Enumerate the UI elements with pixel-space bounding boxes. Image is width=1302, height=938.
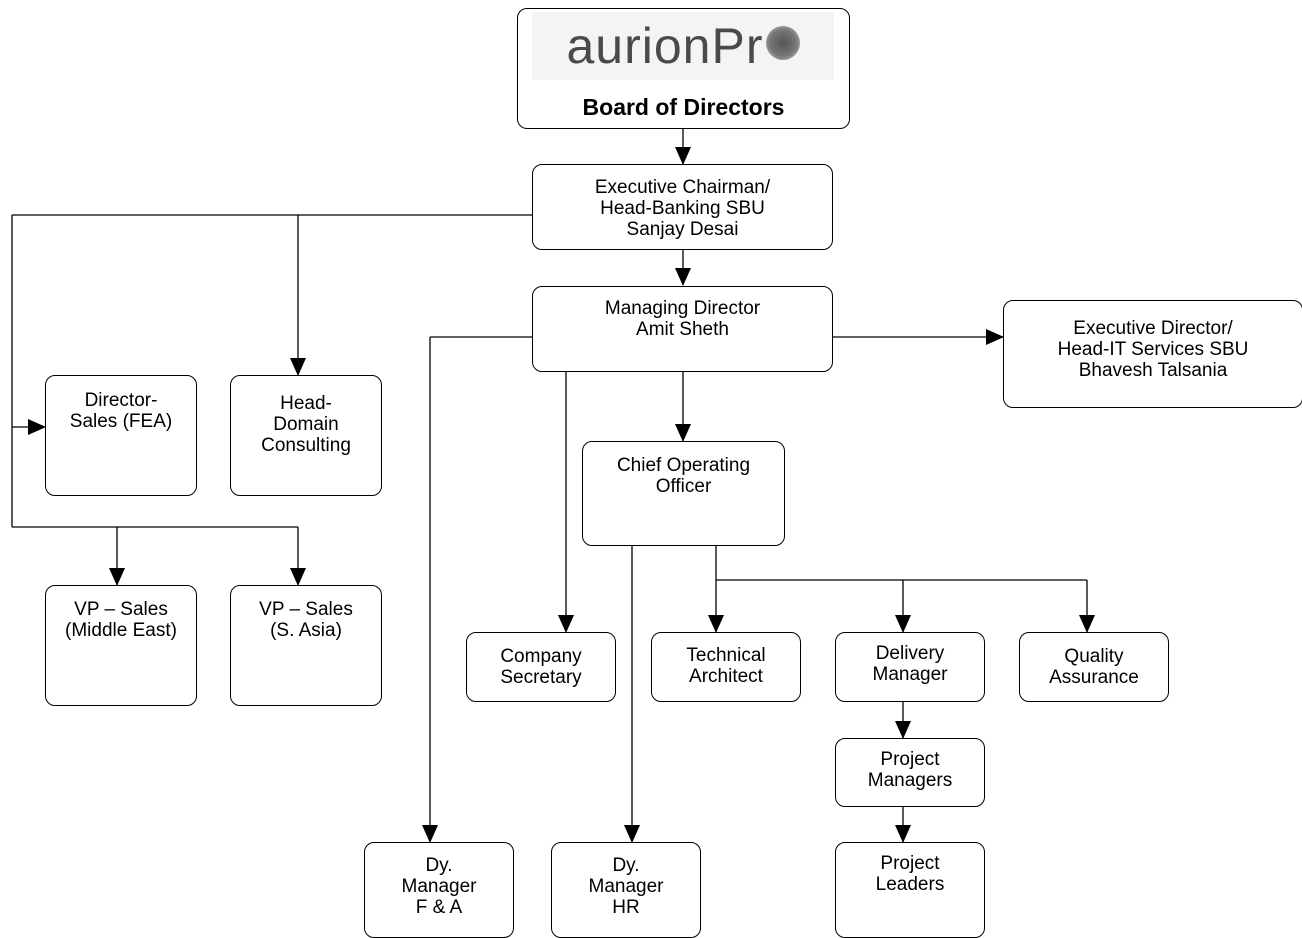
node-line: Assurance: [1049, 667, 1139, 688]
node-line: Dy.: [425, 855, 453, 876]
node-line: Sales (FEA): [69, 411, 173, 432]
aurionpro-logo: aurionPr: [532, 12, 834, 80]
node-line: Technical: [686, 645, 766, 666]
node-line: Head-IT Services SBU: [1057, 339, 1249, 360]
node-company-secretary: Company Secretary: [466, 632, 616, 702]
node-line: Secretary: [500, 667, 582, 688]
node-line: Managing Director: [604, 298, 761, 319]
node-line: Leaders: [875, 874, 945, 895]
node-chief-operating-officer: Chief Operating Officer: [582, 441, 785, 546]
node-line: Sanjay Desai: [626, 219, 739, 240]
node-delivery-manager: Delivery Manager: [835, 632, 985, 702]
node-project-managers: Project Managers: [835, 738, 985, 807]
node-line: Delivery: [875, 643, 945, 664]
node-line: F & A: [415, 897, 463, 918]
node-dy-manager-hr: Dy. Manager HR: [551, 842, 701, 938]
node-line: Head-Banking SBU: [600, 198, 765, 219]
node-line: Manager: [401, 876, 477, 897]
node-line: Dy.: [612, 855, 640, 876]
node-line: HR: [612, 897, 640, 918]
node-line: Director-: [84, 390, 158, 411]
node-dy-manager-fa: Dy. Manager F & A: [364, 842, 514, 938]
node-line: Managers: [867, 770, 953, 791]
node-head-domain-consulting: Head- Domain Consulting: [230, 375, 382, 496]
node-line: Project: [880, 749, 940, 770]
node-line: Head-: [280, 393, 332, 414]
node-line: Amit Sheth: [636, 319, 729, 340]
logo-wordmark: aurionPr: [566, 18, 764, 74]
node-line: Manager: [588, 876, 664, 897]
node-line: VP – Sales: [74, 599, 168, 620]
node-vp-sales-s-asia: VP – Sales (S. Asia): [230, 585, 382, 706]
node-line: Domain: [273, 414, 339, 435]
node-quality-assurance: Quality Assurance: [1019, 632, 1169, 702]
node-line: Executive Chairman/: [594, 177, 771, 198]
node-line: Bhavesh Talsania: [1078, 360, 1228, 381]
node-line: Company: [500, 646, 582, 667]
node-vp-sales-middle-east: VP – Sales (Middle East): [45, 585, 197, 706]
node-director-sales-fea: Director- Sales (FEA): [45, 375, 197, 496]
node-line: Chief Operating: [616, 455, 751, 476]
node-line: VP – Sales: [259, 599, 353, 620]
node-line: Officer: [655, 476, 712, 497]
board-title: Board of Directors: [582, 94, 785, 120]
node-line: Architect: [689, 666, 763, 687]
node-technical-architect: Technical Architect: [651, 632, 801, 702]
node-line: (S. Asia): [270, 620, 342, 641]
logo-dot-icon: [765, 26, 800, 60]
node-executive-director: Executive Director/ Head-IT Services SBU…: [1003, 300, 1302, 408]
node-line: Consulting: [261, 435, 351, 456]
node-project-leaders: Project Leaders: [835, 842, 985, 938]
node-managing-director: Managing Director Amit Sheth: [532, 286, 833, 372]
node-executive-chairman: Executive Chairman/ Head-Banking SBU San…: [532, 164, 833, 250]
node-line: Quality: [1064, 646, 1124, 667]
node-line: (Middle East): [65, 620, 177, 641]
node-line: Project: [880, 853, 940, 874]
node-line: Executive Director/: [1073, 318, 1233, 339]
node-line: Manager: [872, 664, 948, 685]
